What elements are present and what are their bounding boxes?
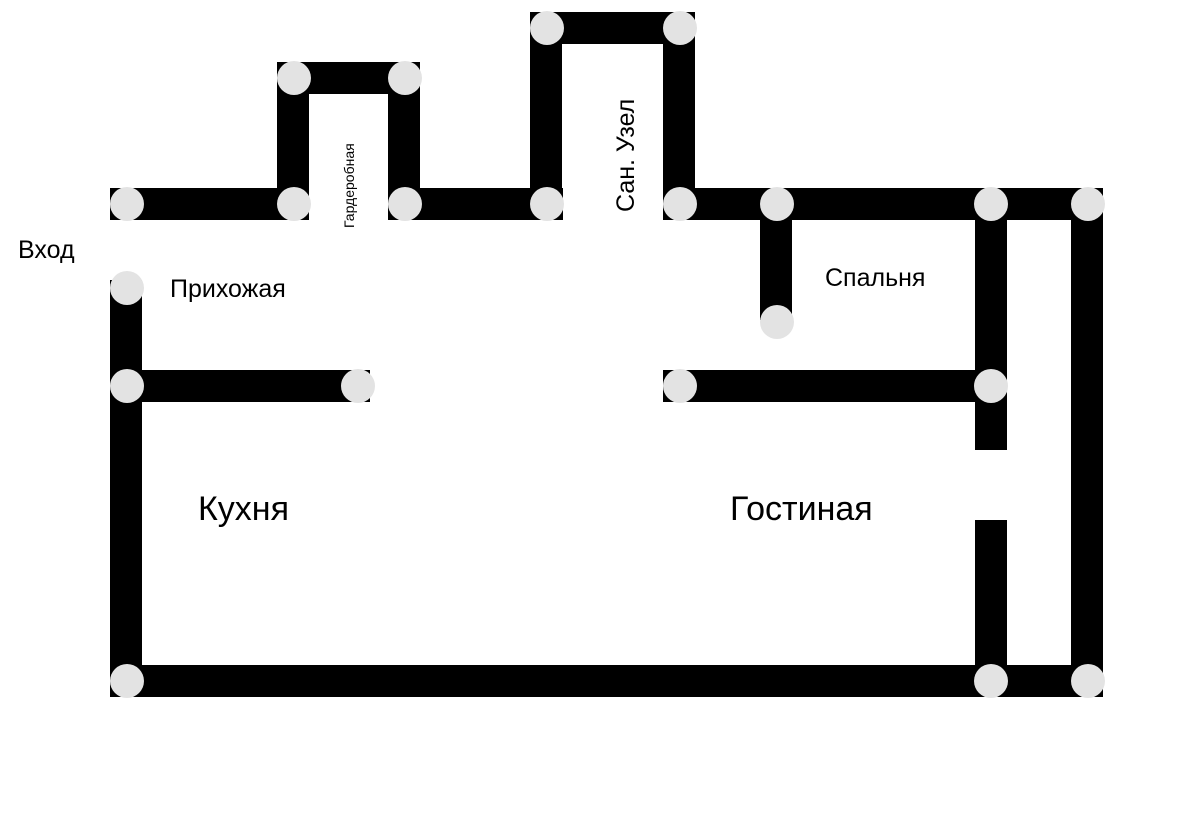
label-hallway: Прихожая	[170, 275, 286, 303]
wall-node-n-bedroom-top	[760, 187, 794, 221]
wall-segment-w-outer-right	[1071, 188, 1103, 688]
wall-node-n-wardrobe-tr	[388, 61, 422, 95]
label-entrance: Вход	[18, 236, 75, 264]
wall-node-n-hall-divider-right	[341, 369, 375, 403]
wall-node-n-bathroom-tr	[663, 11, 697, 45]
wall-node-n-bathroom-tl	[530, 11, 564, 45]
wall-node-n-bedroom-bottom-left	[663, 369, 697, 403]
wall-segment-w-bathroom-left	[530, 12, 562, 220]
wall-segment-w-balcony-divider-lower	[975, 520, 1007, 690]
wall-node-n-balcony-top-right	[1071, 187, 1105, 221]
label-bathroom: Сан. Узел	[612, 98, 640, 212]
wall-segment-w-outer-left	[110, 280, 142, 690]
wall-segment-w-bedroom-left	[760, 204, 792, 320]
wall-node-n-entrance-top	[110, 271, 144, 305]
wall-node-n-bathroom-bl	[530, 187, 564, 221]
label-living: Гостиная	[730, 490, 873, 528]
wall-node-n-hall-divider-left	[110, 369, 144, 403]
label-wardrobe: Гардеробная	[341, 143, 357, 228]
wall-node-n-top-left	[110, 187, 144, 221]
label-bedroom: Спальня	[825, 264, 926, 292]
wall-node-n-wardrobe-br	[388, 187, 422, 221]
wall-node-n-bottom-right	[1071, 664, 1105, 698]
wall-node-n-bottom-balcony-left	[974, 664, 1008, 698]
wall-node-n-bathroom-br	[663, 187, 697, 221]
wall-segment-w-hall-kitchen-divider	[110, 370, 370, 402]
wall-node-n-balcony-top-left	[974, 187, 1008, 221]
label-kitchen: Кухня	[198, 490, 289, 528]
wall-node-n-bedroom-stub-end	[760, 305, 794, 339]
wall-node-n-bedroom-bottom-right	[974, 369, 1008, 403]
wall-segment-w-outer-bottom	[110, 665, 1103, 697]
wall-segment-w-bathroom-right	[663, 12, 695, 220]
wall-node-n-bottom-left	[110, 664, 144, 698]
wall-segment-w-bedroom-bottom	[663, 370, 1005, 402]
wall-node-n-wardrobe-tl	[277, 61, 311, 95]
wall-segment-w-outer-top-right	[663, 188, 1103, 220]
wall-node-n-wardrobe-bl	[277, 187, 311, 221]
wall-segment-w-balcony-divider-upper	[975, 188, 1007, 450]
